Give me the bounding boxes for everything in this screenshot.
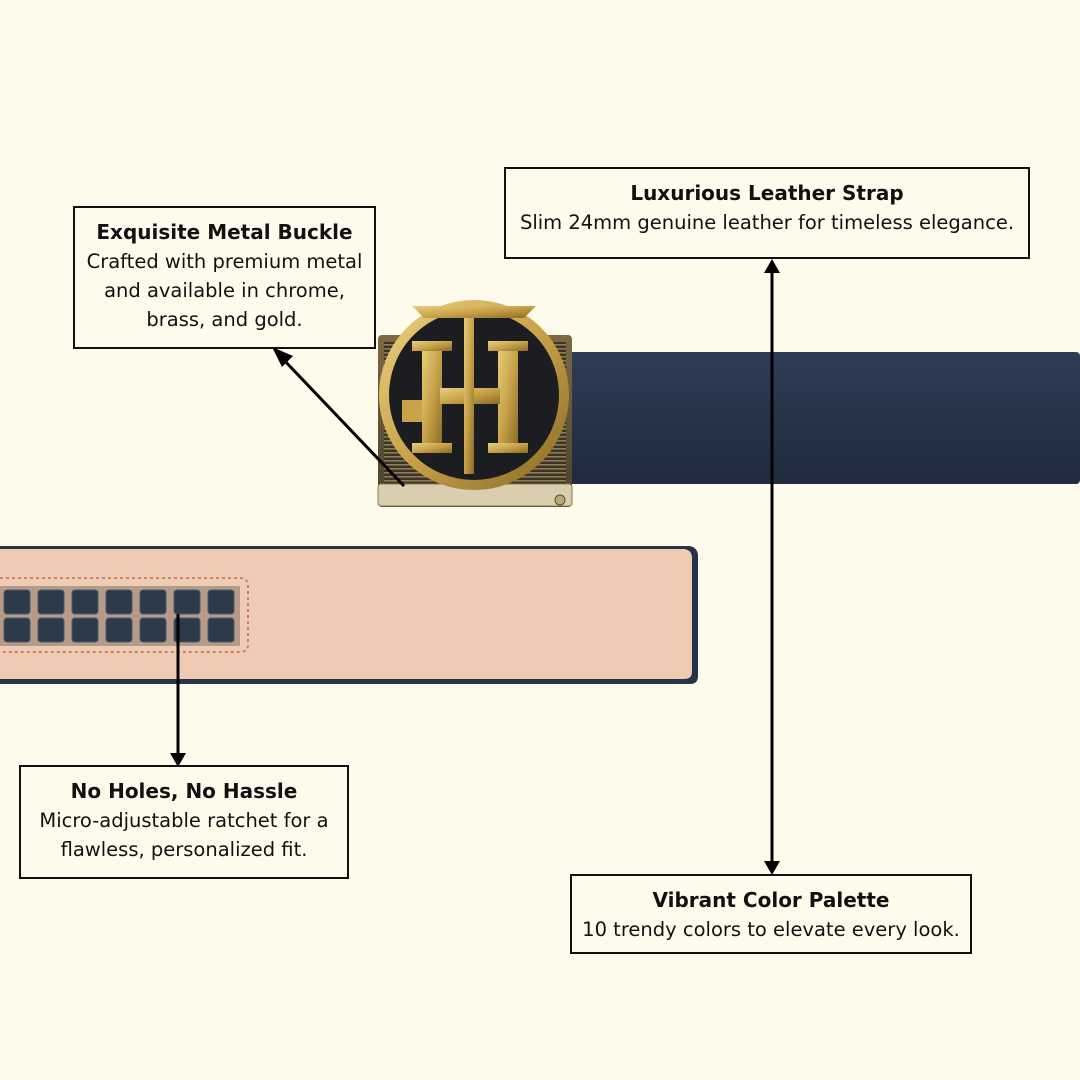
callout-line: Crafted with premium metal [86,250,363,273]
arrow-colors-head [764,861,780,875]
leather-strap [560,352,1080,484]
callout-title: Exquisite Metal Buckle [96,220,353,244]
callout-ratchet: No Holes, No Hassle Micro-adjustable rat… [19,765,349,879]
callout-line: brass, and gold. [146,308,303,331]
belt-underside [0,546,698,684]
callout-metal-buckle: Exquisite Metal Buckle Crafted with prem… [73,206,376,349]
callout-line: Slim 24mm genuine leather for timeless e… [519,211,1015,234]
ratchet-teeth [3,589,235,643]
callout-line: Micro-adjustable ratchet for a [39,809,329,832]
callout-title: No Holes, No Hassle [70,779,298,803]
callout-title: Vibrant Color Palette [652,888,890,912]
callout-title: Luxurious Leather Strap [630,181,904,205]
pointer-arrows [170,259,780,875]
callout-line: flawless, personalized fit. [60,838,308,861]
arrow-strap-head [764,259,780,273]
callout-line: and available in chrome, [104,279,345,302]
arrow-buckle-head [272,347,293,367]
callout-color-palette: Vibrant Color Palette 10 trendy colors t… [570,874,972,954]
arrow-ratchet-head [170,753,186,767]
callout-line: 10 trendy colors to elevate every look. [582,918,960,941]
arrow-buckle [280,356,406,488]
callout-leather-strap: Luxurious Leather Strap Slim 24mm genuin… [504,167,1030,259]
monogram [412,306,536,474]
metal-buckle [377,300,573,507]
